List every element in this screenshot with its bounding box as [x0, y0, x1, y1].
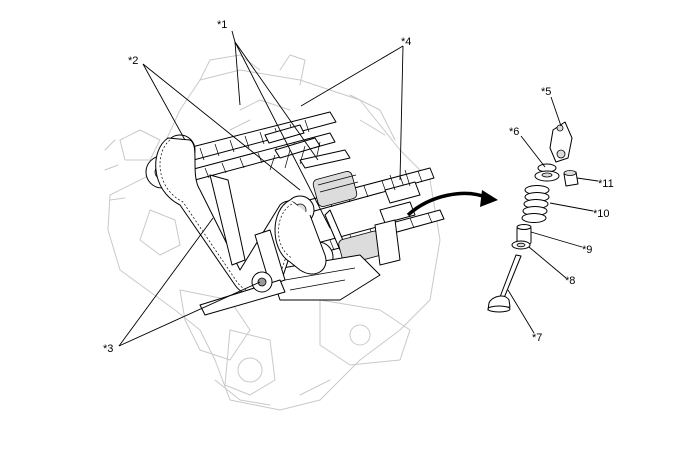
leader-lines	[118, 30, 599, 347]
valve	[487, 254, 522, 313]
callout-labels: *1 *2 *3 *4 *5 *6 *7 *8 *9 *10 *11	[103, 19, 614, 355]
timing-chains	[155, 137, 327, 316]
callout-3: *3	[103, 343, 113, 355]
valve-guide	[516, 224, 532, 245]
engine-block-outline	[104, 54, 441, 411]
callout-1: *1	[217, 19, 227, 31]
callout-2: *2	[128, 55, 138, 67]
callout-9: *9	[582, 244, 592, 256]
callout-6: *6	[509, 126, 519, 138]
callout-11: *11	[598, 178, 614, 190]
engine-valves-left	[264, 124, 351, 171]
engine-valves-right	[374, 169, 421, 266]
callout-10: *10	[593, 208, 610, 220]
explode-arrow	[406, 190, 498, 217]
lash-adjuster	[563, 170, 579, 187]
callout-7: *7	[532, 332, 542, 344]
callout-4: *4	[401, 36, 411, 48]
callout-8: *8	[565, 275, 575, 287]
rocker-arm	[549, 121, 573, 163]
valve-spring	[521, 185, 550, 223]
valve-keepers	[534, 163, 560, 182]
callout-5: *5	[541, 86, 551, 98]
valve-seal	[511, 240, 531, 250]
exploded-valve-components	[487, 121, 579, 313]
